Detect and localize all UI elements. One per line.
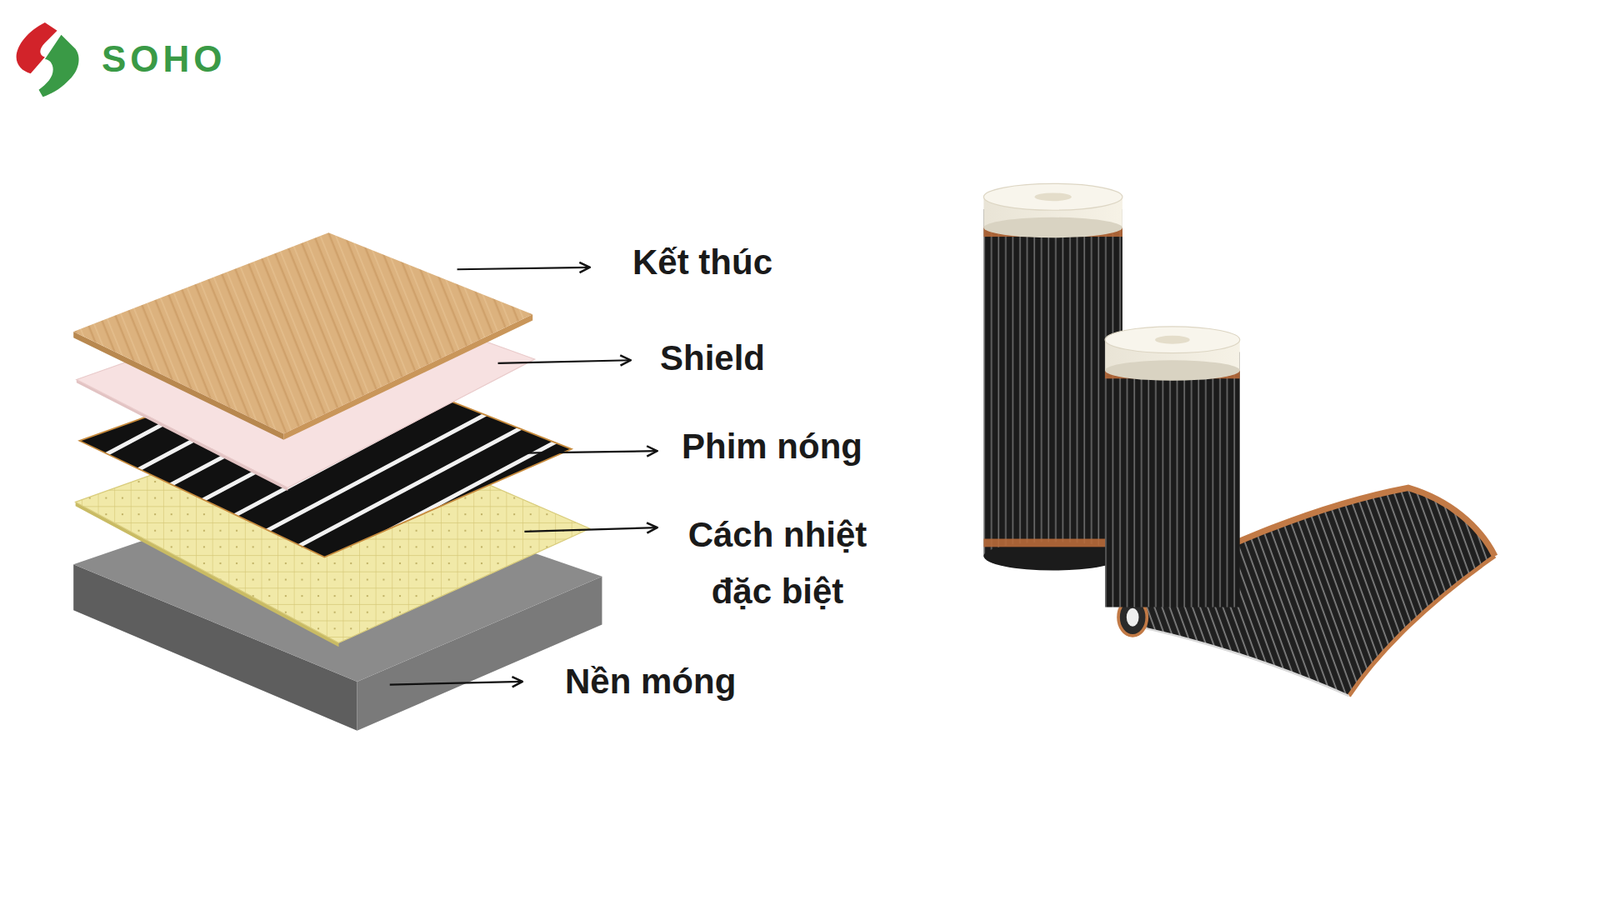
layer-label: Cách nhiệt đặc biệt bbox=[656, 506, 899, 620]
film-roll bbox=[983, 183, 1123, 570]
logo-mark bbox=[16, 22, 80, 97]
film-roll bbox=[1105, 326, 1240, 608]
layer-label: Kết thúc bbox=[632, 241, 773, 284]
layer-label: Phim nóng bbox=[681, 425, 863, 468]
finish-layer bbox=[73, 232, 533, 440]
brand-logo-text: SOHO bbox=[101, 37, 227, 82]
layer-label: Shield bbox=[660, 337, 765, 380]
layer-label: Nền móng bbox=[565, 660, 736, 703]
leader-lines bbox=[390, 267, 658, 685]
